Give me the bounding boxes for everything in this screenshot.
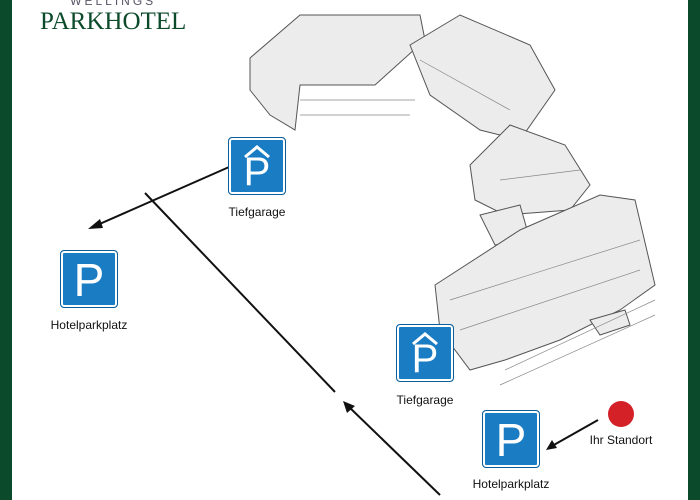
- building-middle: [469, 124, 591, 216]
- hotel-logo: WELLINGS PARKHOTEL: [40, 0, 186, 36]
- building-wing-north: [409, 14, 556, 141]
- tiefgarage-label-1: Tiefgarage: [228, 205, 286, 219]
- hotel-buildings: [249, 14, 656, 371]
- hotelparkplatz-sign-1[interactable]: P: [60, 250, 118, 308]
- hotelparkplatz-label-1: Hotelparkplatz: [50, 318, 128, 332]
- arrowheads: [88, 219, 557, 450]
- sign-letter: P: [411, 337, 439, 381]
- tiefgarage-label-2: Tiefgarage: [396, 393, 454, 407]
- route-lines: [94, 159, 599, 496]
- garage-roof-icon: [412, 332, 438, 345]
- logo-name: PARKHOTEL: [40, 8, 187, 35]
- sign-letter: P: [73, 254, 105, 306]
- location-label: Ihr Standort: [589, 433, 653, 447]
- hotelparkplatz-label-2: Hotelparkplatz: [472, 477, 550, 491]
- building-garage: [249, 14, 426, 131]
- tiefgarage-sign-2[interactable]: P: [396, 324, 454, 382]
- garage-roof-icon: [244, 145, 270, 158]
- tiefgarage-sign-1[interactable]: P: [228, 137, 286, 195]
- frame-right: [688, 0, 700, 500]
- arrow-left-icon: [88, 219, 103, 229]
- arrow-up-icon: [343, 401, 355, 413]
- building-main: [434, 194, 656, 371]
- hotelparkplatz-sign-2[interactable]: P: [482, 410, 540, 468]
- sign-letter: P: [495, 414, 527, 466]
- sign-letter: P: [243, 150, 271, 194]
- frame-left: [0, 0, 12, 500]
- arrow-to-parking-icon: [546, 440, 557, 450]
- location-dot: [608, 401, 634, 427]
- logo-top: WELLINGS: [70, 0, 157, 8]
